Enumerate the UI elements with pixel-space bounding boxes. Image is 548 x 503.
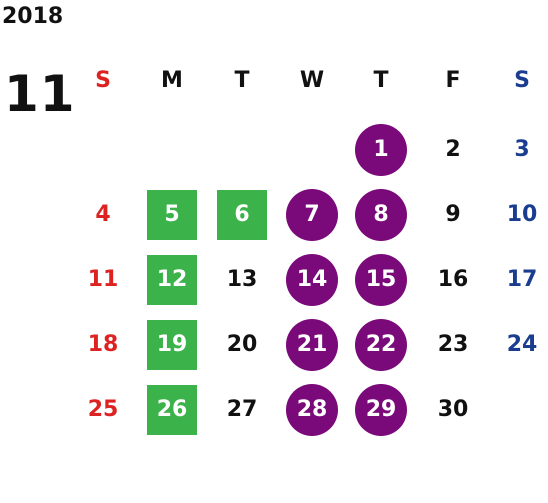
day-cell[interactable]: 17 <box>496 254 548 306</box>
day-number: 12 <box>156 267 188 292</box>
day-number: 16 <box>437 267 469 292</box>
day-cell[interactable]: 25 <box>77 384 129 436</box>
day-number: 1 <box>373 137 389 162</box>
day-number: 14 <box>296 267 328 292</box>
day-number: 23 <box>437 332 469 357</box>
day-cell[interactable]: 11 <box>77 254 129 306</box>
day-number: 7 <box>304 202 320 227</box>
day-number: 28 <box>296 397 328 422</box>
day-cell[interactable]: 29 <box>355 384 407 436</box>
day-number: 30 <box>437 397 469 422</box>
day-number: 26 <box>156 397 188 422</box>
weekday-label: T <box>373 68 389 93</box>
day-number: 13 <box>226 267 258 292</box>
calendar-year: 2018 <box>2 4 64 29</box>
day-cell[interactable]: 12 <box>147 255 197 305</box>
day-number: 20 <box>226 332 258 357</box>
weekday-label: S <box>514 68 530 93</box>
weekday-label: S <box>95 68 111 93</box>
day-cell[interactable]: 13 <box>216 254 268 306</box>
day-cell[interactable]: 24 <box>496 319 548 371</box>
day-cell[interactable]: 19 <box>147 320 197 370</box>
calendar-month: 11 <box>4 65 76 123</box>
day-number: 22 <box>365 332 397 357</box>
day-cell[interactable]: 30 <box>427 384 479 436</box>
day-cell[interactable]: 18 <box>77 319 129 371</box>
day-number: 25 <box>87 397 119 422</box>
day-number: 29 <box>365 397 397 422</box>
day-number: 10 <box>506 202 538 227</box>
day-number: 21 <box>296 332 328 357</box>
day-number: 15 <box>365 267 397 292</box>
day-cell[interactable]: 5 <box>147 190 197 240</box>
day-cell[interactable]: 8 <box>355 189 407 241</box>
day-number: 3 <box>514 137 530 162</box>
day-cell[interactable]: 26 <box>147 385 197 435</box>
day-number: 11 <box>87 267 119 292</box>
day-number: 9 <box>445 202 461 227</box>
day-number: 27 <box>226 397 258 422</box>
day-cell[interactable]: 22 <box>355 319 407 371</box>
day-cell[interactable]: 4 <box>77 189 129 241</box>
day-cell[interactable]: 1 <box>355 124 407 176</box>
day-cell[interactable]: 14 <box>286 254 338 306</box>
day-cell[interactable]: 10 <box>496 189 548 241</box>
weekday-label: T <box>234 68 250 93</box>
day-cell[interactable]: 15 <box>355 254 407 306</box>
day-cell[interactable]: 9 <box>427 189 479 241</box>
weekday-label: F <box>445 68 461 93</box>
day-cell[interactable]: 3 <box>496 124 548 176</box>
day-number: 5 <box>164 202 180 227</box>
day-cell[interactable]: 16 <box>427 254 479 306</box>
day-cell[interactable]: 27 <box>216 384 268 436</box>
day-number: 17 <box>506 267 538 292</box>
day-cell[interactable]: 28 <box>286 384 338 436</box>
day-number: 8 <box>373 202 389 227</box>
day-cell[interactable]: 20 <box>216 319 268 371</box>
weekday-label: W <box>299 68 325 93</box>
day-cell[interactable]: 21 <box>286 319 338 371</box>
day-number: 19 <box>156 332 188 357</box>
day-number: 18 <box>87 332 119 357</box>
day-number: 6 <box>234 202 250 227</box>
day-cell[interactable]: 6 <box>217 190 267 240</box>
day-cell[interactable]: 23 <box>427 319 479 371</box>
weekday-label: M <box>161 68 183 93</box>
day-number: 24 <box>506 332 538 357</box>
day-cell[interactable]: 2 <box>427 124 479 176</box>
day-cell[interactable]: 7 <box>286 189 338 241</box>
day-number: 2 <box>445 137 461 162</box>
day-number: 4 <box>95 202 111 227</box>
